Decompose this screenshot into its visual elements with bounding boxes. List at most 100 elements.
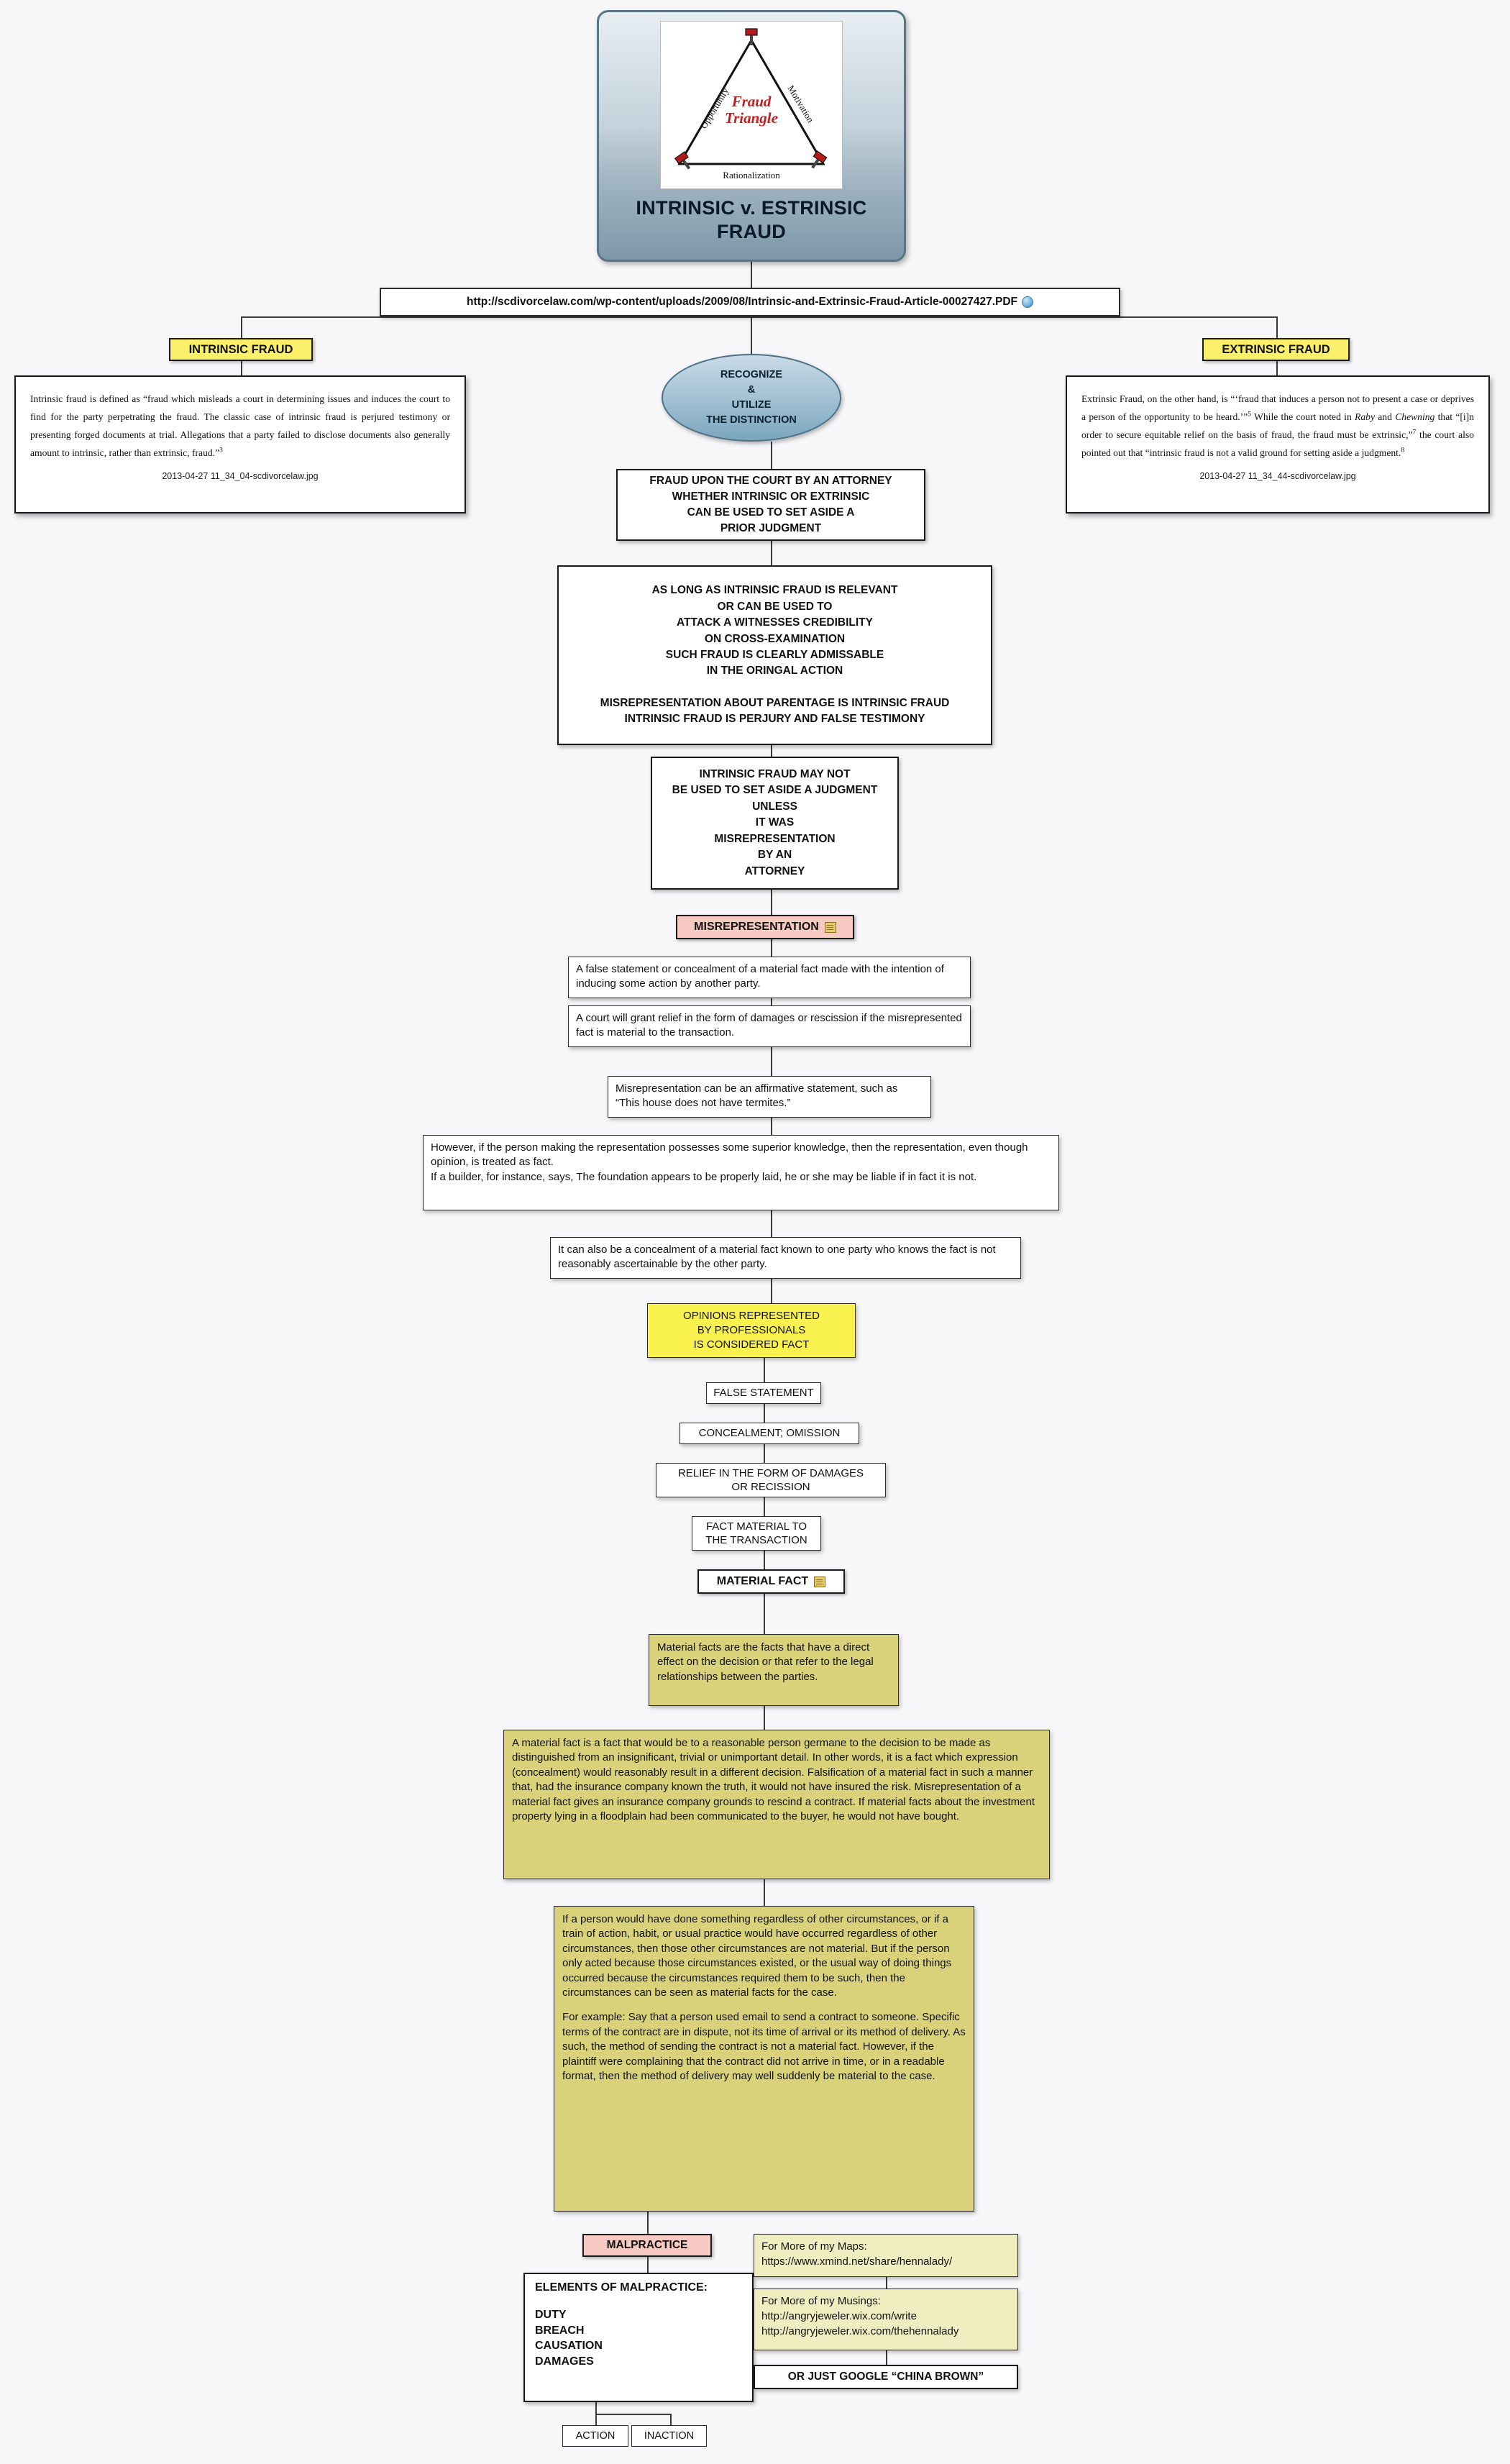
connector (647, 2257, 649, 2273)
source-url-text: http://scdivorcelaw.com/wp-content/uploa… (466, 296, 1018, 308)
connector (886, 2350, 887, 2365)
note-icon (824, 921, 836, 933)
material-fact-examples-box[interactable]: If a person would have done something re… (554, 1906, 974, 2212)
connector (595, 2414, 597, 2425)
misrep-concealment-box[interactable]: It can also be a concealment of a materi… (550, 1237, 1021, 1279)
element-duty: DUTY (535, 2309, 567, 2321)
malpractice-label[interactable]: MALPRACTICE (582, 2234, 712, 2257)
connector (595, 2402, 597, 2414)
element-breach: BREACH (535, 2324, 585, 2337)
opinions-line-1: OPINIONS REPRESENTED (682, 1309, 820, 1322)
connector (771, 939, 772, 957)
element-damages: DAMAGES (535, 2355, 594, 2368)
connector (595, 2414, 672, 2415)
connector (764, 1358, 765, 1382)
recognize-line-2: & (747, 383, 756, 396)
more-maps-box[interactable]: For More of my Maps: https://www.xmind.n… (754, 2234, 1018, 2277)
misrep-affirmative-statement-box[interactable]: Misrepresentation can be an affirmative … (608, 1076, 931, 1118)
extrinsic-case-raby: Raby (1355, 411, 1375, 423)
intrinsic-fraud-body-text: Intrinsic fraud is defined as “fraud whi… (30, 393, 450, 459)
fact-material-line-1: FACT MATERIAL TO (705, 1520, 807, 1533)
opinions-represented-node[interactable]: OPINIONS REPRESENTED BY PROFESSIONALS IS… (647, 1303, 856, 1358)
connector (751, 262, 752, 288)
maps-link[interactable]: https://www.xmind.net/share/hennalady/ (761, 2255, 953, 2268)
connector (886, 2277, 887, 2289)
intrinsic-fraud-may-not-node[interactable]: INTRINSIC FRAUD MAY NOT BE USED TO SET A… (651, 757, 899, 890)
connector (764, 1879, 765, 1906)
opinions-line-3: IS CONSIDERED FACT (693, 1338, 810, 1351)
opinions-line-2: BY PROFESSIONALS (697, 1323, 806, 1336)
connector (771, 1047, 772, 1076)
mn-line-4: IT WAS (755, 816, 795, 829)
connector (764, 1404, 765, 1423)
musings-link-1[interactable]: http://angryjeweler.wix.com/write (761, 2310, 917, 2322)
page-title: INTRINSIC v. ESTRINSIC FRAUD (599, 196, 904, 244)
extrinsic-body-3: and (1374, 411, 1396, 423)
extrinsic-sup-2: 7 (1412, 429, 1417, 437)
material-facts-definition-box[interactable]: Material facts are the facts that have a… (649, 1634, 899, 1706)
material-fact-reasonable-person-box[interactable]: A material fact is a fact that would be … (503, 1730, 1050, 1879)
mn-line-1: INTRINSIC FRAUD MAY NOT (699, 767, 851, 780)
action-node[interactable]: ACTION (562, 2425, 628, 2447)
extrinsic-sup-3: 8 (1401, 447, 1405, 455)
extrinsic-fraud-label-text: EXTRINSIC FRAUD (1222, 342, 1330, 356)
connector (1276, 316, 1278, 338)
recognize-line-3: UTILIZE (731, 399, 772, 411)
concealment-omission-node[interactable]: CONCEALMENT; OMISSION (680, 1423, 859, 1444)
more-musings-box[interactable]: For More of my Musings: http://angryjewe… (754, 2289, 1018, 2350)
fraud-triangle-image: Fraud Triangle Opportunity Motivation Ra… (660, 21, 843, 189)
extrinsic-body-5: the court also pointed out that “intrins… (1081, 429, 1474, 459)
globe-icon (1022, 296, 1034, 308)
material-fact-label[interactable]: MATERIAL FACT (697, 1569, 845, 1594)
mn-line-7: ATTORNEY (744, 864, 805, 877)
extrinsic-sup-1: 5 (1248, 411, 1251, 419)
title-node[interactable]: Fraud Triangle Opportunity Motivation Ra… (597, 10, 906, 262)
fact-material-line-2: THE TRANSACTION (705, 1534, 807, 1546)
misrepresentation-label[interactable]: MISREPRESENTATION (676, 915, 854, 939)
musings-line-1: For More of my Musings: (761, 2295, 881, 2307)
ala-line-7: MISREPRESENTATION ABOUT PARENTAGE IS INT… (600, 696, 950, 709)
connector (771, 890, 772, 915)
misrep-relief-box[interactable]: A court will grant relief in the form of… (568, 1005, 971, 1047)
intrinsic-fraud-label-text: INTRINSIC FRAUD (188, 342, 293, 356)
elements-of-malpractice-box[interactable]: ELEMENTS OF MALPRACTICE: DUTY BREACH CAU… (523, 2273, 754, 2402)
mn-line-5: MISREPRESENTATION (714, 832, 836, 845)
element-causation: CAUSATION (535, 2340, 603, 2353)
source-url-node[interactable]: http://scdivorcelaw.com/wp-content/uploa… (380, 288, 1120, 316)
connector (771, 1210, 772, 1237)
ala-line-1: AS LONG AS INTRINSIC FRAUD IS RELEVANT (651, 584, 898, 597)
inaction-node[interactable]: INACTION (631, 2425, 707, 2447)
connector (1276, 361, 1278, 375)
relief-damages-node[interactable]: RELIEF IN THE FORM OF DAMAGES OR RECISSI… (656, 1463, 886, 1497)
misrep-superior-knowledge-box[interactable]: However, if the person making the repres… (423, 1135, 1059, 1210)
connector (764, 1551, 765, 1569)
fraud-upon-court-node[interactable]: FRAUD UPON THE COURT BY AN ATTORNEY WHET… (616, 469, 925, 541)
recognize-utilize-node[interactable]: RECOGNIZE & UTILIZE THE DISTINCTION (662, 354, 841, 442)
title-line-1: INTRINSIC v. ESTRINSIC (636, 197, 867, 219)
connector (764, 1444, 765, 1463)
extrinsic-fraud-label[interactable]: EXTRINSIC FRAUD (1202, 338, 1350, 361)
intrinsic-fraud-label[interactable]: INTRINSIC FRAUD (169, 338, 313, 361)
false-statement-node[interactable]: FALSE STATEMENT (706, 1382, 821, 1404)
svg-text:Triangle: Triangle (725, 109, 778, 127)
material-fact-example-p2: For example: Say that a person used emai… (562, 2011, 966, 2082)
ala-line-8: INTRINSIC FRAUD IS PERJURY AND FALSE TES… (624, 713, 925, 726)
musings-link-2[interactable]: http://angryjeweler.wix.com/thehennalady (761, 2325, 959, 2337)
extrinsic-body-4: that “[i]n order to secure equitable rel… (1081, 411, 1474, 441)
svg-text:Fraud: Fraud (731, 93, 772, 110)
extrinsic-fraud-panel[interactable]: Extrinsic Fraud, on the other hand, is “… (1066, 375, 1490, 514)
connector (771, 442, 772, 469)
connector (771, 1118, 772, 1135)
fact-material-node[interactable]: FACT MATERIAL TO THE TRANSACTION (692, 1516, 821, 1551)
as-long-as-node[interactable]: AS LONG AS INTRINSIC FRAUD IS RELEVANT O… (557, 565, 992, 745)
extrinsic-body-2: While the court noted in (1251, 411, 1355, 423)
connector (241, 316, 242, 338)
recognize-line-1: RECOGNIZE (720, 368, 783, 380)
google-china-brown-box[interactable]: OR JUST GOOGLE “CHINA BROWN” (754, 2365, 1018, 2389)
connector (771, 541, 772, 565)
connector (751, 316, 752, 354)
ala-line-3: ATTACK A WITNESSES CREDIBILITY (677, 616, 873, 629)
mn-line-2: BE USED TO SET ASIDE A JUDGMENT (672, 784, 878, 797)
misrep-definition-box[interactable]: A false statement or concealment of a ma… (568, 957, 971, 998)
intrinsic-fraud-panel[interactable]: Intrinsic fraud is defined as “fraud whi… (14, 375, 466, 514)
